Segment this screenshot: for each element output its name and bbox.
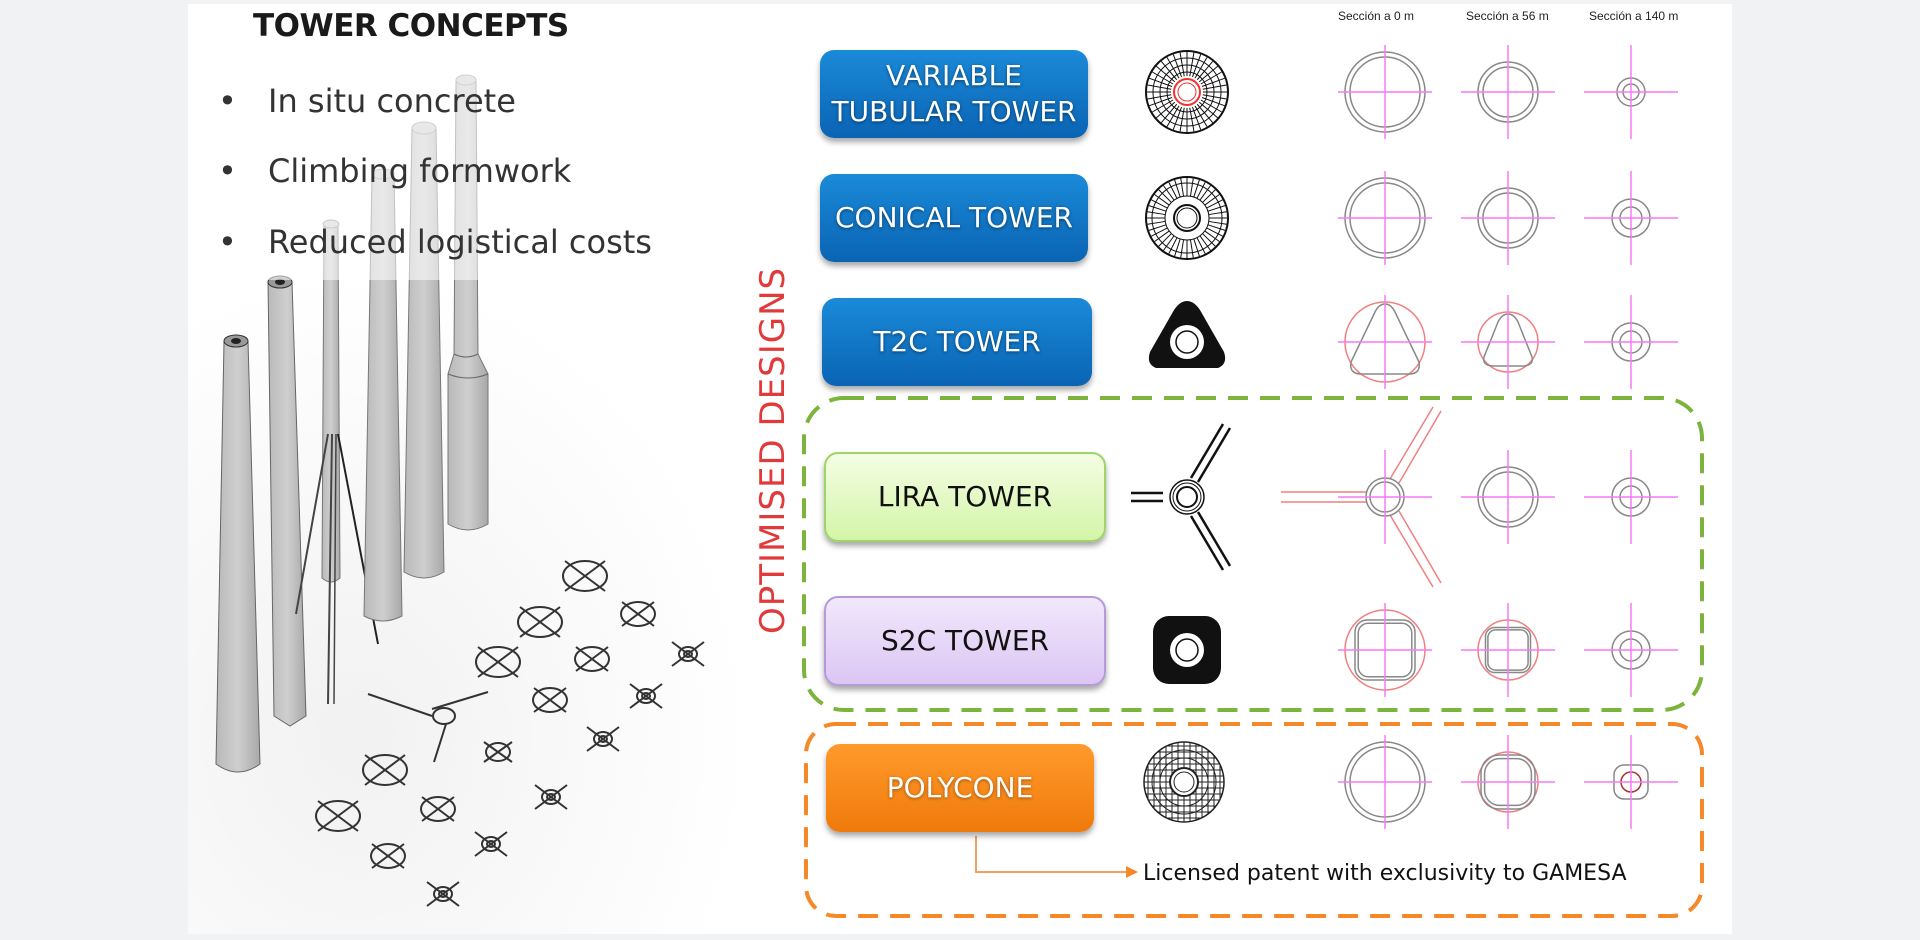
section-drawing-circle-small [1584,450,1678,544]
polycone-mesh-icon [1143,741,1225,823]
polycone-frame [804,722,1704,918]
bullet-item: •In situ concrete [218,82,516,120]
bullet-text: Reduced logistical costs [268,223,652,261]
section-drawing-circle [1461,45,1555,139]
section-drawing-circle [1338,45,1432,139]
button-label: POLYCONE [886,771,1034,804]
slide: TOWER CONCEPTS •In situ concrete •Climbi… [188,4,1732,934]
group-frames [802,396,1704,918]
bullet-text: Climbing formwork [268,152,572,190]
section-drawing-square [1338,603,1432,697]
bullet-text: In situ concrete [268,82,516,120]
button-label: T2C TOWER [873,325,1041,358]
section-drawing-squircle-small [1584,735,1678,829]
section-drawing-circle-small [1584,171,1678,265]
section-drawing-circle [1338,171,1432,265]
section-drawing-triangle [1338,295,1432,389]
section-drawing-circle [1461,171,1555,265]
section-header-0m: Sección a 0 m [1338,9,1415,23]
conical-tower-button[interactable]: CONICAL TOWER [820,174,1088,262]
floor-section-drawings [315,560,705,907]
bullet-item: •Climbing formwork [218,152,572,190]
bullet-item: •Reduced logistical costs [218,223,652,261]
tower-render-image [188,4,748,934]
section-header-140m: Sección a 140 m [1589,9,1679,23]
button-label: LIRA TOWER [877,480,1053,513]
patent-connector-arrow [975,836,1126,873]
patent-note: Licensed patent with exclusivity to GAME… [1143,861,1627,886]
three-leg-tripod-icon [1131,423,1232,571]
polycone-button[interactable]: POLYCONE [826,744,1094,832]
rounded-square-icon [1153,616,1221,684]
section-drawing-circle-small [1584,45,1678,139]
radial-mesh-red-core-icon [1145,50,1229,134]
section-drawings [1281,45,1678,829]
rounded-triangle-icon [1148,301,1226,368]
button-label-line1: VARIABLE [886,59,1022,92]
button-label-line2: TUBULAR TOWER [831,95,1077,128]
section-drawing-circle [1338,735,1432,829]
t2c-tower-button[interactable]: T2C TOWER [822,298,1092,386]
radial-spokes-icon [1145,176,1229,260]
slide-title: TOWER CONCEPTS [253,8,569,44]
optimised-designs-frame [802,396,1704,712]
section-drawing-triangle [1461,295,1555,389]
section-drawing-tripod [1281,406,1442,588]
tower-model-1 [215,334,261,773]
s2c-tower-button[interactable]: S2C TOWER [824,596,1106,686]
section-drawing-squircle [1461,735,1555,829]
section-drawing-circle-small [1584,295,1678,389]
section-drawing-circle [1461,450,1555,544]
button-label: CONICAL TOWER [835,201,1073,234]
button-label: S2C TOWER [880,624,1049,657]
section-header-56m: Sección a 56 m [1466,9,1549,23]
lira-tower-button[interactable]: LIRA TOWER [824,452,1106,542]
section-drawing-square [1461,603,1555,697]
plan-icons [1131,50,1232,823]
section-drawing-circle-small [1584,603,1678,697]
